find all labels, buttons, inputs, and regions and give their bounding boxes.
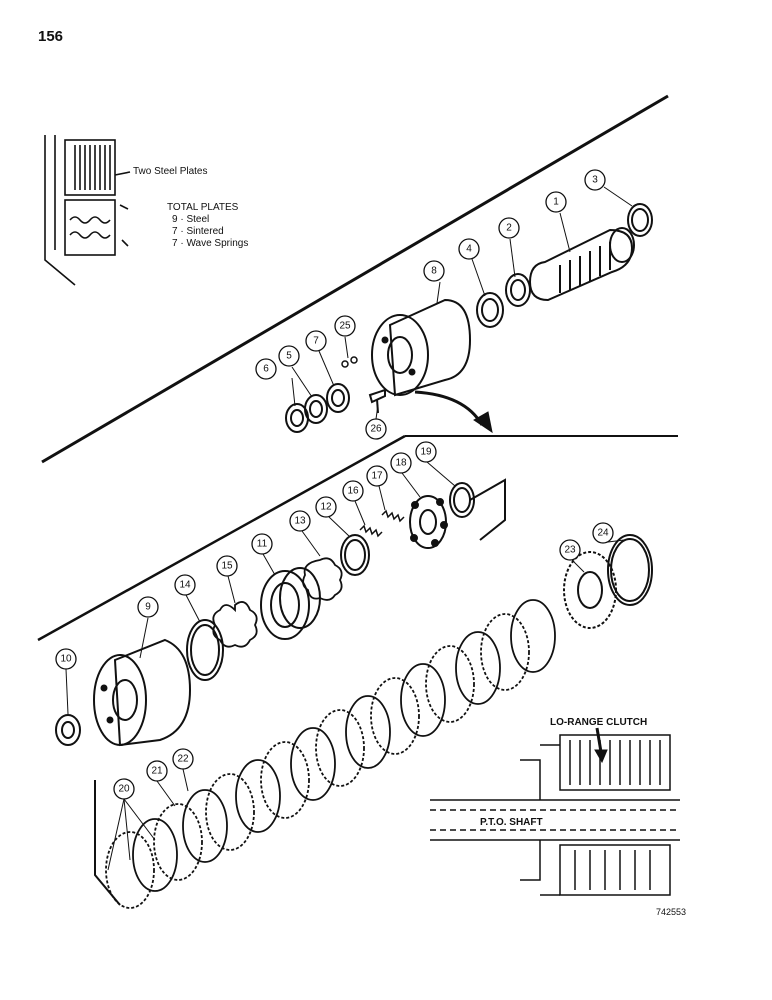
total-plates-row: 9 · Steel	[172, 214, 210, 225]
svg-text:5: 5	[286, 351, 292, 362]
svg-text:15: 15	[221, 561, 233, 572]
callout-26: 26	[365, 418, 387, 440]
svg-text:22: 22	[177, 754, 189, 765]
svg-text:16: 16	[347, 486, 359, 497]
lo-range-clutch-label: LO-RANGE CLUTCH	[550, 717, 648, 728]
svg-text:11: 11	[257, 539, 268, 550]
callout-24: 24	[592, 522, 614, 544]
callout-16: 16	[342, 480, 364, 502]
callout-25: 25	[334, 315, 356, 337]
part-12-ring	[340, 534, 370, 576]
svg-text:26: 26	[370, 424, 382, 435]
callout-14: 14	[174, 574, 196, 596]
svg-text:18: 18	[395, 458, 407, 469]
callouts: 1 2 3 4 5 6 7 8 9 10 11 12 13 14 15 16 1…	[55, 169, 614, 800]
clutch-plate-pack	[105, 599, 556, 909]
part-3-ring	[627, 203, 653, 237]
part-15-seal	[212, 601, 258, 648]
callout-11: 11	[251, 533, 273, 555]
callout-22: 22	[172, 748, 194, 770]
total-plates-row: 7 · Wave Springs	[172, 238, 249, 249]
svg-text:1: 1	[553, 197, 559, 208]
part-1-pto-shaft-sleeve	[528, 227, 635, 302]
part-2-bushing	[505, 273, 531, 307]
svg-text:4: 4	[466, 244, 472, 255]
lower-panel-top-line	[37, 434, 406, 642]
plate-type: Wave Springs	[186, 238, 249, 249]
inset-cutaway	[44, 135, 131, 286]
part-8-clutch-hub	[371, 298, 472, 397]
part-18-retainer	[409, 495, 448, 549]
callout-4: 4	[458, 238, 480, 260]
svg-text:21: 21	[151, 766, 163, 777]
svg-text:20: 20	[118, 784, 130, 795]
plate-count: 7	[172, 226, 178, 237]
svg-text:6: 6	[263, 364, 269, 375]
svg-text:10: 10	[60, 654, 72, 665]
callout-10: 10	[55, 648, 77, 670]
part-17-spring	[381, 509, 405, 523]
plate-type: Steel	[186, 214, 210, 225]
page-number: 156	[38, 28, 64, 45]
callout-12: 12	[315, 496, 337, 518]
part-24-snap-ring	[607, 534, 653, 606]
callout-13: 13	[289, 510, 311, 532]
arrow-icon-lo-range	[594, 727, 608, 764]
svg-text:3: 3	[592, 175, 598, 186]
svg-text:17: 17	[371, 471, 383, 482]
lower-panel-right-bracket	[469, 478, 506, 541]
callout-5: 5	[278, 345, 300, 367]
part-10-bushing	[55, 714, 81, 746]
svg-text:12: 12	[320, 502, 332, 513]
part-6-washer	[285, 403, 309, 433]
part-14-seal	[186, 619, 224, 681]
callout-23: 23	[559, 539, 581, 561]
callout-1: 1	[545, 191, 567, 213]
callout-2: 2	[498, 217, 520, 239]
svg-text:14: 14	[179, 580, 191, 591]
total-plates-title: TOTAL PLATES	[167, 202, 239, 213]
part-13-wave-spring	[302, 557, 343, 601]
svg-text:25: 25	[339, 321, 351, 332]
leader-lines	[65, 186, 633, 871]
callout-18: 18	[390, 452, 412, 474]
total-plates-row: 7 · Sintered	[172, 226, 224, 237]
figure-id: 742553	[656, 907, 687, 917]
part-19-snap-ring	[449, 482, 475, 518]
pto-shaft-label: P.T.O. SHAFT	[478, 817, 545, 828]
callout-3: 3	[584, 169, 606, 191]
two-steel-plates-label: Two Steel Plates	[133, 166, 208, 177]
part-9-clutch-drum	[93, 638, 192, 747]
part-16-spring	[359, 524, 383, 538]
svg-text:23: 23	[564, 545, 576, 556]
plate-type: Sintered	[186, 226, 224, 237]
svg-text:24: 24	[597, 528, 609, 539]
callout-20: 20	[113, 778, 135, 800]
callout-19: 19	[415, 441, 437, 463]
part-25-ball	[341, 356, 358, 368]
plate-count: 9	[172, 214, 178, 225]
callout-15: 15	[216, 555, 238, 577]
callout-6: 6	[255, 358, 277, 380]
callout-7: 7	[305, 330, 327, 352]
svg-text:13: 13	[294, 516, 306, 527]
part-11-piston	[260, 567, 321, 640]
arrow-icon	[414, 390, 493, 434]
plate-count: 7	[172, 238, 178, 249]
callout-21: 21	[146, 760, 168, 782]
svg-text:8: 8	[431, 266, 437, 277]
part-4-bearing	[476, 292, 504, 328]
callout-9: 9	[137, 596, 159, 618]
svg-text:7: 7	[313, 336, 319, 347]
upper-divider-line	[41, 94, 669, 464]
section-view-drawing	[430, 734, 680, 896]
svg-text:9: 9	[145, 602, 151, 613]
part-7-washer	[326, 383, 350, 413]
callout-17: 17	[366, 465, 388, 487]
svg-text:2: 2	[506, 223, 512, 234]
callout-8: 8	[423, 260, 445, 282]
svg-text:19: 19	[420, 447, 432, 458]
